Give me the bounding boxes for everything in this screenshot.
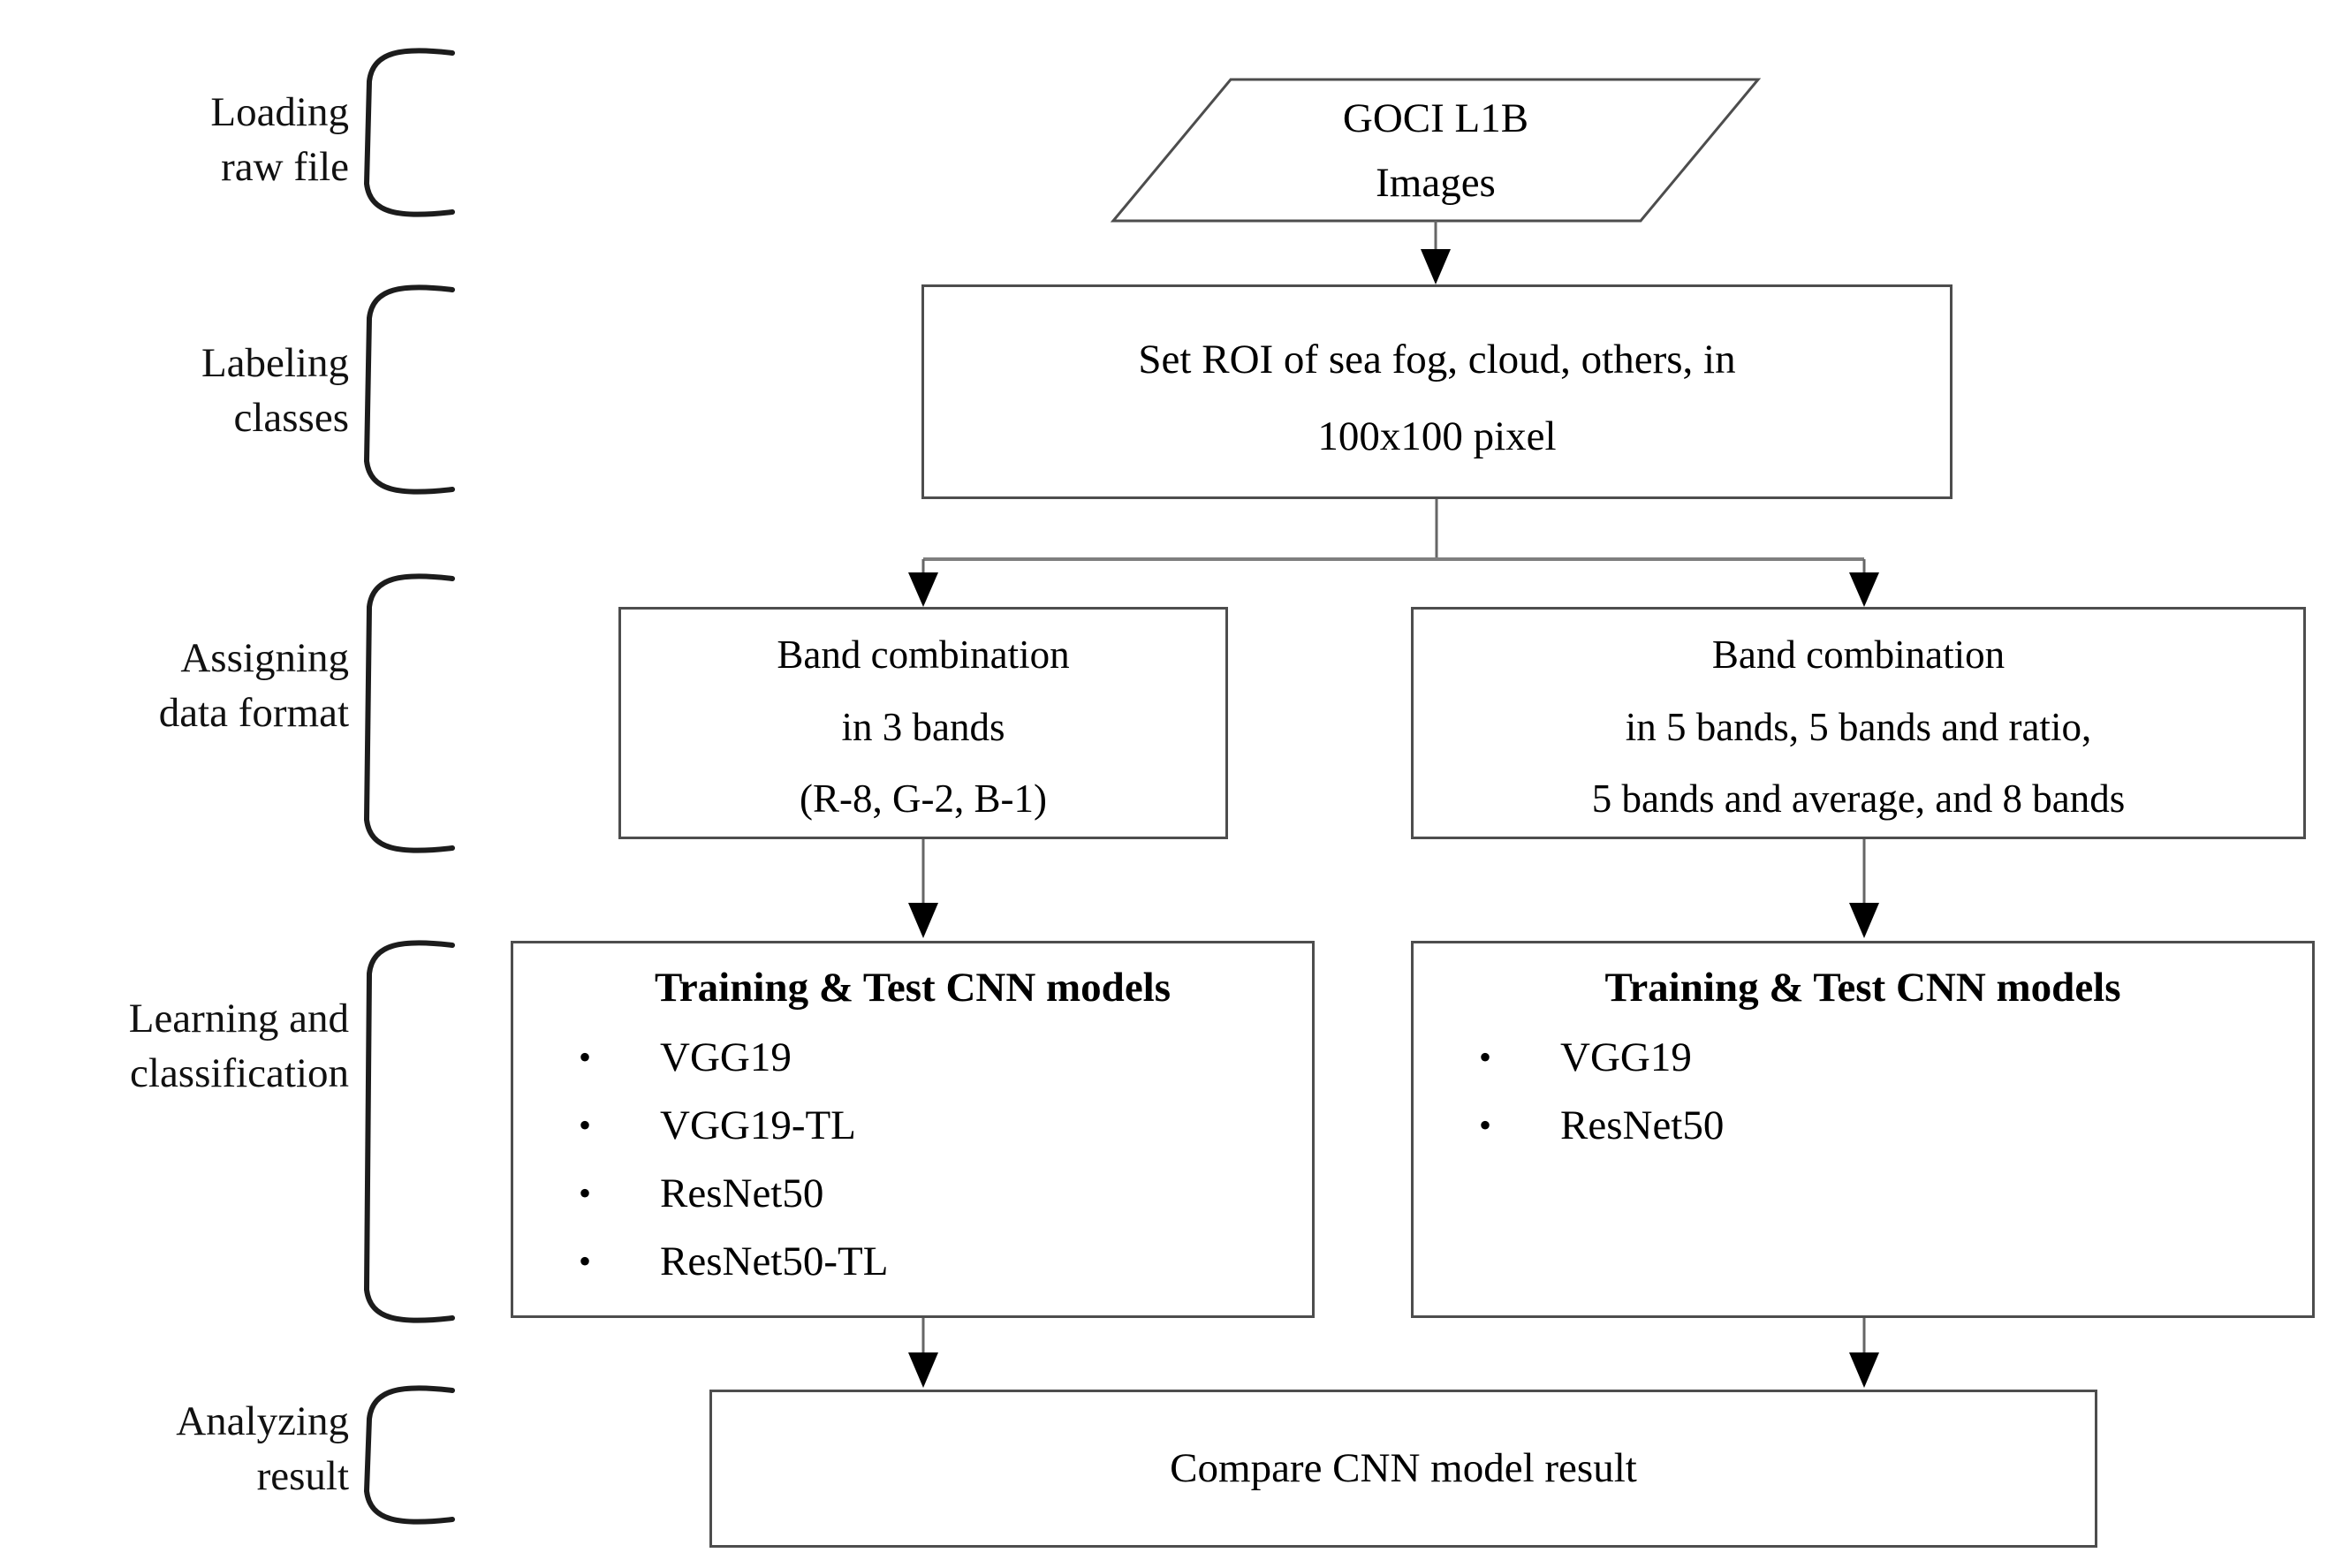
roi-line-2: 100x100 pixel <box>1317 413 1557 459</box>
cnn-models-left-node: Training & Test CNN models • VGG19 • VGG… <box>511 941 1315 1318</box>
bullet-icon: • <box>579 1241 592 1281</box>
input-line-1: GOCI L1B <box>1342 95 1529 142</box>
input-node-text: GOCI L1B Images <box>1113 81 1758 221</box>
stage-label-labeling-classes: Labeling classes <box>201 340 349 442</box>
stage-label-learning-and-classification: Learning and classification <box>128 996 349 1097</box>
stage-label-assigning-data-format: Assigning data format <box>158 635 349 737</box>
input-line-2: Images <box>1376 160 1496 206</box>
arrow-to-band-left <box>908 572 938 607</box>
band-combination-3-node: Band combination in 3 bands (R-8, G-2, B… <box>618 607 1228 839</box>
cnn-right-title: Training & Test CNN models <box>1604 965 2121 1011</box>
list-item: • ResNet50 <box>1479 1091 2286 1159</box>
list-item: • VGG19 <box>1479 1023 2286 1091</box>
stage-bracket-assigning <box>363 573 455 853</box>
roi-node: Set ROI of sea fog, cloud, others, in 10… <box>921 284 1952 499</box>
arrow-input-to-roi <box>1421 221 1451 284</box>
bullet-icon: • <box>1479 1105 1492 1145</box>
list-item: • ResNet50-TL <box>579 1227 1285 1295</box>
band-left-line-1: Band combination <box>777 632 1070 677</box>
bullet-icon: • <box>579 1173 592 1213</box>
list-item: • VGG19-TL <box>579 1091 1285 1159</box>
cnn-right-model-2: ResNet50 <box>1560 1102 1725 1148</box>
bullet-icon: • <box>579 1105 592 1145</box>
band-right-line-2: in 5 bands, 5 bands and ratio, <box>1625 704 2092 749</box>
compare-label: Compare CNN model result <box>1170 1445 1637 1492</box>
stage-bracket-learning <box>363 940 455 1323</box>
cnn-left-model-2: VGG19-TL <box>660 1102 856 1148</box>
cnn-right-model-list: • VGG19 • ResNet50 <box>1440 1023 2286 1159</box>
list-item: • ResNet50 <box>579 1159 1285 1227</box>
stage-label-loading-raw-file: Loading raw file <box>210 89 349 191</box>
band-right-line-3: 5 bands and average, and 8 bands <box>1591 776 2126 822</box>
stage-bracket-loading <box>363 48 455 217</box>
bullet-icon: • <box>1479 1037 1492 1077</box>
cnn-left-model-3: ResNet50 <box>660 1170 824 1216</box>
cnn-right-model-1: VGG19 <box>1560 1034 1692 1080</box>
cnn-left-model-list: • VGG19 • VGG19-TL • ResNet50 • ResNet50… <box>540 1023 1285 1295</box>
cnn-left-model-1: VGG19 <box>660 1034 792 1080</box>
bullet-icon: • <box>579 1037 592 1077</box>
arrow-band-left-to-cnn <box>908 839 938 938</box>
roi-line-1: Set ROI of sea fog, cloud, others, in <box>1138 336 1736 383</box>
band-left-line-2: in 3 bands <box>841 704 1005 749</box>
stage-bracket-analyzing <box>363 1385 455 1525</box>
arrow-band-right-to-cnn <box>1849 839 1879 938</box>
compare-result-node: Compare CNN model result <box>709 1390 2097 1548</box>
arrow-cnn-left-to-compare <box>908 1318 938 1388</box>
arrow-cnn-right-to-compare <box>1849 1318 1879 1388</box>
branch-split-lines <box>908 499 1879 607</box>
band-left-line-3: (R-8, G-2, B-1) <box>800 776 1047 822</box>
stage-label-analyzing-result: Analyzing result <box>176 1398 349 1500</box>
arrow-to-band-right <box>1849 572 1879 607</box>
stage-bracket-labeling <box>363 284 455 495</box>
input-parallelogram-shape <box>1110 78 1762 223</box>
cnn-left-model-4: ResNet50-TL <box>660 1238 889 1284</box>
cnn-left-title: Training & Test CNN models <box>654 965 1172 1011</box>
list-item: • VGG19 <box>579 1023 1285 1091</box>
band-combination-5-node: Band combination in 5 bands, 5 bands and… <box>1411 607 2306 839</box>
band-right-line-1: Band combination <box>1711 632 2006 677</box>
cnn-models-right-node: Training & Test CNN models • VGG19 • Res… <box>1411 941 2315 1318</box>
